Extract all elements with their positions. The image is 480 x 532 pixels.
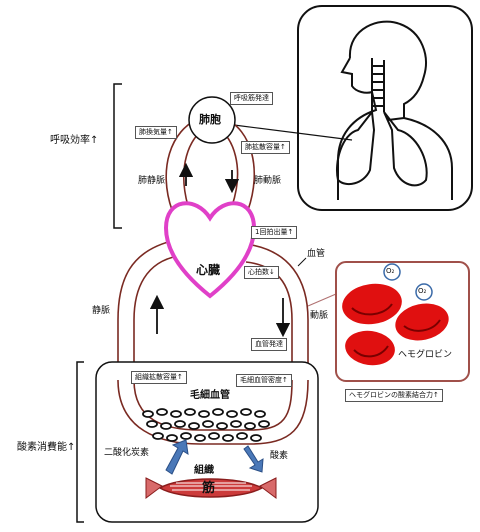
artery-label: 動脈 — [310, 311, 329, 321]
muscle-label: 筋 — [202, 481, 216, 496]
respiratory-efficiency-label: 呼吸効率↑ — [50, 135, 99, 146]
pulmonary-vein-label: 肺静脈 — [138, 176, 166, 186]
co2-label: 二酸化炭素 — [104, 448, 150, 458]
o2-arrow-icon — [243, 445, 264, 473]
capillary-label: 毛細血管 — [190, 390, 230, 401]
o2-bubble-1 — [383, 263, 401, 281]
tissue-label: 組織 — [194, 465, 214, 476]
oxygen-consumption-brace — [76, 361, 84, 523]
capillary-density-box: 毛細血管密度↑ — [236, 374, 292, 387]
body-silhouette-icon — [336, 20, 453, 200]
pulmonary-artery-label: 肺動脈 — [254, 176, 282, 186]
heart-label: 心臓 — [196, 263, 221, 277]
co2-arrow-icon — [165, 439, 189, 475]
vessel-label: 血管 — [307, 249, 326, 259]
muscle-diffusion-box: 組織拡散容量↑ — [131, 371, 187, 384]
muscle-icon — [145, 477, 277, 499]
capillary-loop — [117, 379, 309, 445]
heart-rate-box: 心拍数↓ — [244, 266, 279, 279]
respiratory-muscle-box: 呼吸筋発達 — [230, 92, 273, 105]
hemoglobin-binding-box: ヘモグロビンの酸素結合力↑ — [345, 389, 443, 402]
vein-label: 静脈 — [92, 306, 111, 316]
hemoglobin-label: ヘモグロビン — [398, 350, 453, 360]
heart-icon — [163, 201, 257, 299]
lung-gas-exchange-box: 肺換気量↑ — [135, 126, 177, 139]
respiratory-brace — [113, 83, 122, 229]
alveolus-label: 肺胞 — [199, 113, 221, 126]
capillary-cells — [142, 408, 270, 442]
vessel-development-box: 血管発達 — [251, 338, 287, 351]
o2-bubble-2-label: O₂ — [418, 287, 427, 295]
stroke-volume-box: 1回拍出量↑ — [251, 226, 298, 239]
o2-bubble-2 — [415, 283, 433, 301]
o2-bubble-1-label: O₂ — [386, 267, 395, 275]
o2-label: 酸素 — [270, 451, 289, 461]
alveolus — [188, 96, 236, 144]
red-blood-cells — [342, 283, 449, 366]
oxygen-consumption-label: 酸素消費能↑ — [17, 442, 76, 453]
lung-diffusion-box: 肺拡散容量↑ — [241, 141, 290, 154]
